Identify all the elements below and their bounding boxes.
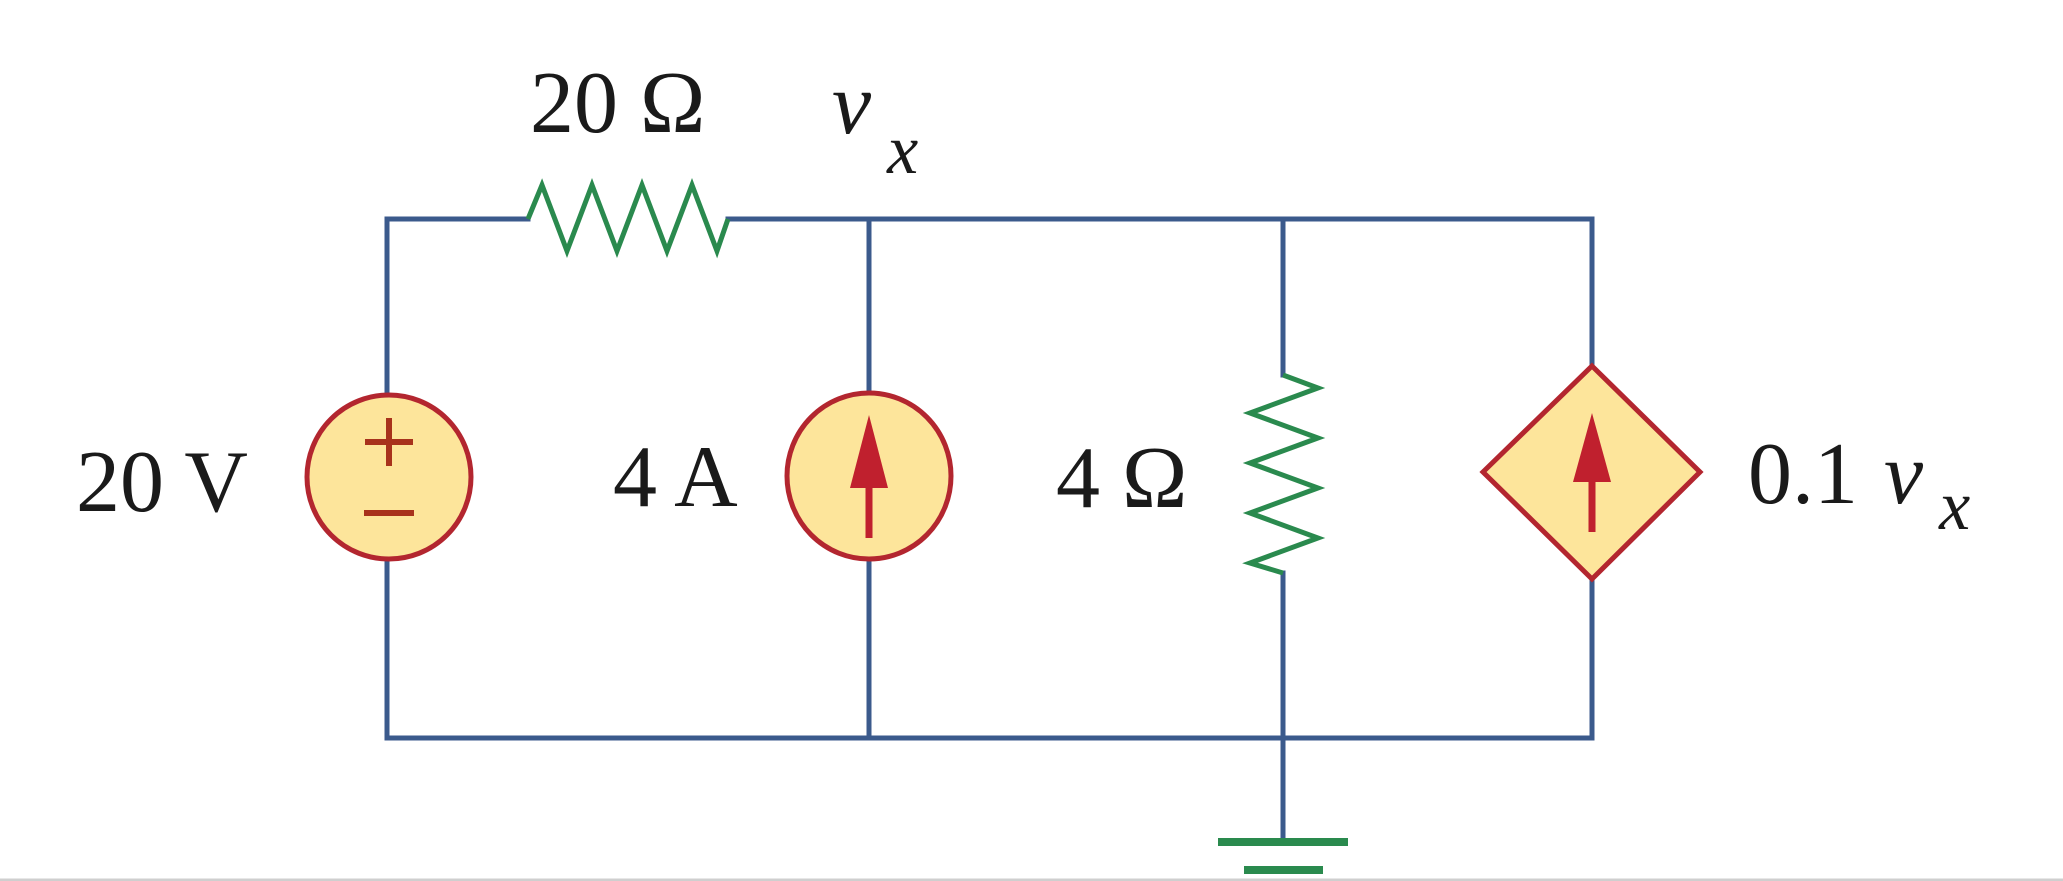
arrow-up-icon	[1573, 413, 1611, 482]
dependent-current-source	[1479, 362, 1704, 583]
label-20-ohm: 20 Ω	[530, 55, 705, 152]
wires	[384, 216, 1595, 845]
voltage-source-body	[304, 392, 474, 562]
label-dep-sub: x	[1938, 468, 1970, 545]
label-dep-coeff: 0.1	[1748, 426, 1858, 523]
resistor-4-ohm	[1242, 372, 1326, 576]
label-vx-sub: x	[886, 112, 918, 189]
wire-bottom	[384, 557, 1595, 741]
label-4-amps: 4 A	[613, 429, 738, 526]
wire-left-top	[384, 216, 531, 398]
label-vx-var: v	[832, 56, 872, 153]
arrow-up-icon	[850, 415, 888, 488]
label-20-volts: 20 V	[76, 434, 248, 531]
label-node-vx: v x	[832, 56, 918, 189]
current-source-4a	[784, 390, 954, 562]
resistor-20-ohm	[525, 177, 731, 259]
label-4-ohm: 4 Ω	[1056, 430, 1187, 527]
ground-icon	[1218, 838, 1348, 874]
label-dependent-source: 0.1 v x	[1748, 426, 1970, 545]
label-dep-var: v	[1884, 426, 1924, 523]
wire-top-right	[725, 216, 1595, 369]
voltage-source	[304, 392, 474, 562]
